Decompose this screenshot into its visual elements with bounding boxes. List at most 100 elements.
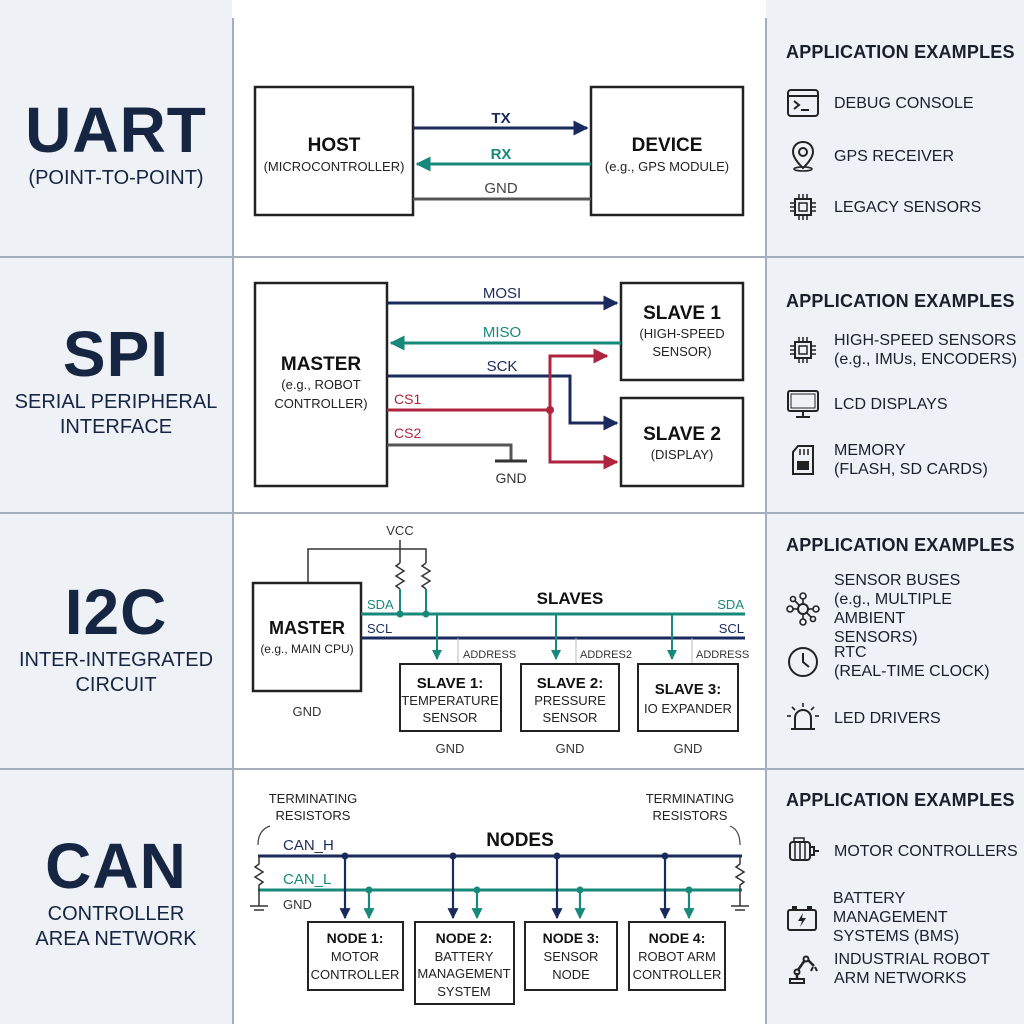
spi-cs2-label: CS2: [394, 425, 421, 441]
i2c-master-box: [251, 581, 363, 693]
spi-diagram: MASTER (e.g., ROBOT CONTROLLER) SLAVE 1 …: [253, 281, 745, 488]
can-node4-l1: NODE 4:: [649, 930, 706, 946]
can-junction-dot: [473, 886, 481, 894]
can-node2-l1: NODE 2:: [436, 930, 493, 946]
can-node4-l3: CONTROLLER: [633, 967, 722, 982]
spi-sck-label: SCK: [487, 358, 518, 375]
i2c-diagram: VCC MASTER (e.g., MAIN CPU) GND SDA SCL …: [251, 523, 749, 756]
i2c-address-1: ADDRESS: [463, 649, 516, 661]
can-diagram: TERMINATING RESISTORS TERMINATING RESIST…: [250, 791, 749, 1005]
app-item: MEMORY (FLASH, SD CARDS): [786, 441, 988, 479]
can-node2-l4: SYSTEM: [437, 984, 490, 999]
can-node3-l2: SENSOR: [544, 949, 599, 964]
spi-junction-dot: [546, 406, 554, 414]
network-hub-icon: [786, 592, 820, 626]
sd-card-icon: [786, 443, 820, 477]
uart-host-subtitle: (MICROCONTROLLER): [264, 159, 405, 174]
spi-cs2-line: [387, 443, 513, 460]
can-term-right-l2: RESISTORS: [653, 808, 728, 823]
chip-icon: [786, 333, 820, 367]
can-l-label: CAN_L: [283, 871, 331, 888]
i2c-slave2-l2: PRESSURE: [534, 693, 606, 708]
can-node2-l2: BATTERY: [435, 949, 494, 964]
terminal-icon: [786, 86, 820, 120]
uart-device-subtitle: (e.g., GPS MODULE): [605, 159, 729, 174]
app-item: BATTERY MANAGEMENT SYSTEMS (BMS): [786, 889, 1018, 946]
app-item: DEBUG CONSOLE: [786, 86, 974, 120]
app-item: LED DRIVERS: [786, 701, 941, 735]
can-term-right-l1: TERMINATING: [646, 791, 735, 806]
can-node4-l2: ROBOT ARM: [638, 949, 716, 964]
robot-arm-icon: [786, 952, 820, 986]
can-junction-dot: [553, 852, 561, 860]
i2c-app-examples: APPLICATION EXAMPLES SENSOR BUSES (e.g.,…: [786, 535, 1018, 755]
can-nodes-label: NODES: [486, 830, 554, 851]
i2c-slave2-gnd: GND: [556, 741, 585, 756]
can-gnd-label: GND: [283, 897, 312, 912]
app-item: HIGH-SPEED SENSORS (e.g., IMUs, ENCODERS…: [786, 331, 1017, 369]
can-junction-dot: [661, 852, 669, 860]
app-item-label: BATTERY MANAGEMENT SYSTEMS (BMS): [832, 890, 960, 945]
app-item: LCD DISPLAYS: [786, 387, 948, 421]
app-item-label: LEGACY SENSORS: [834, 198, 982, 216]
row-divider-3: [0, 768, 1024, 770]
i2c-vcc-label: VCC: [386, 523, 413, 538]
can-node3-box: [524, 921, 618, 991]
can-node3-l1: NODE 3:: [543, 930, 600, 946]
can-app-examples: APPLICATION EXAMPLES MOTOR CONTROLLERS B…: [786, 790, 1018, 1010]
protocol-i2c: I2C INTER-INTEGRATED CIRCUIT: [0, 580, 232, 698]
spi-slave1-sub2: SENSOR): [652, 344, 711, 359]
app-examples-heading: APPLICATION EXAMPLES: [786, 535, 1015, 555]
can-node1-l2: MOTOR: [331, 949, 379, 964]
i2c-vcc-line: [307, 548, 427, 583]
protocol-uart: UART (POINT-TO-POINT): [0, 98, 232, 191]
can-node1-box: [307, 921, 404, 991]
spi-master-sub1: (e.g., ROBOT: [281, 377, 361, 392]
can-term-resistor-left: [253, 856, 265, 906]
i2c-slave2-l1: SLAVE 2:: [537, 675, 603, 692]
can-term-resistor-right: [734, 856, 746, 906]
i2c-scl-label: SCL: [367, 621, 392, 636]
app-item-label: GPS RECEIVER: [834, 147, 955, 165]
spi-master-box: [253, 281, 389, 488]
uart-rx-label: RX: [491, 146, 512, 163]
uart-host-title: HOST: [308, 135, 361, 156]
can-junction-dot: [341, 852, 349, 860]
app-examples-heading: APPLICATION EXAMPLES: [786, 291, 1015, 311]
spi-slave2-box: [619, 396, 745, 488]
protocol-subtitle: INTER-INTEGRATED CIRCUIT: [18, 649, 214, 696]
can-h-label: CAN_H: [283, 837, 334, 854]
i2c-sda-label-right: SDA: [717, 597, 744, 612]
divider-left: [232, 18, 234, 1024]
spi-sck-line: [387, 374, 619, 431]
i2c-pullup-resistor-1: [394, 562, 406, 590]
protocol-subtitle: SERIAL PERIPHERAL INTERFACE: [14, 391, 218, 438]
spi-mosi-label: MOSI: [483, 285, 521, 302]
uart-diagram: HOST (MICROCONTROLLER) DEVICE (e.g., GPS…: [253, 85, 745, 217]
led-light-icon: [786, 701, 820, 735]
i2c-slave1-l3: SENSOR: [423, 710, 478, 725]
spi-gnd-label: GND: [495, 470, 526, 486]
app-item-label: LED DRIVERS: [834, 709, 941, 727]
can-term-left-bracket: [257, 825, 271, 846]
i2c-address-3: ADDRESS: [696, 649, 749, 661]
spi-slave1-sub1: (HIGH-SPEED: [639, 326, 724, 341]
can-node3-l3: NODE: [552, 967, 590, 982]
i2c-scl-label-right: SCL: [719, 621, 744, 636]
app-item-label: MEMORY (FLASH, SD CARDS): [834, 442, 988, 478]
spi-app-examples: APPLICATION EXAMPLES HIGH-SPEED SENSORS …: [786, 291, 1018, 501]
i2c-master-title: MASTER: [269, 618, 345, 638]
i2c-slave3-l1: SLAVE 3:: [655, 681, 721, 698]
row-divider-2: [0, 512, 1024, 514]
app-item: SENSOR BUSES (e.g., MULTIPLE AMBIENT SEN…: [786, 571, 1018, 647]
app-item-label: HIGH-SPEED SENSORS (e.g., IMUs, ENCODERS…: [834, 332, 1018, 368]
spi-cs1-label: CS1: [394, 391, 421, 407]
i2c-slave3-l2: IO EXPANDER: [644, 701, 732, 716]
spi-master-sub2: CONTROLLER): [274, 396, 367, 411]
uart-device-title: DEVICE: [632, 135, 703, 156]
protocol-subtitle: (POINT-TO-POINT): [28, 167, 204, 189]
i2c-address-2: ADDRES2: [580, 649, 632, 661]
i2c-slave2-l3: SENSOR: [543, 710, 598, 725]
